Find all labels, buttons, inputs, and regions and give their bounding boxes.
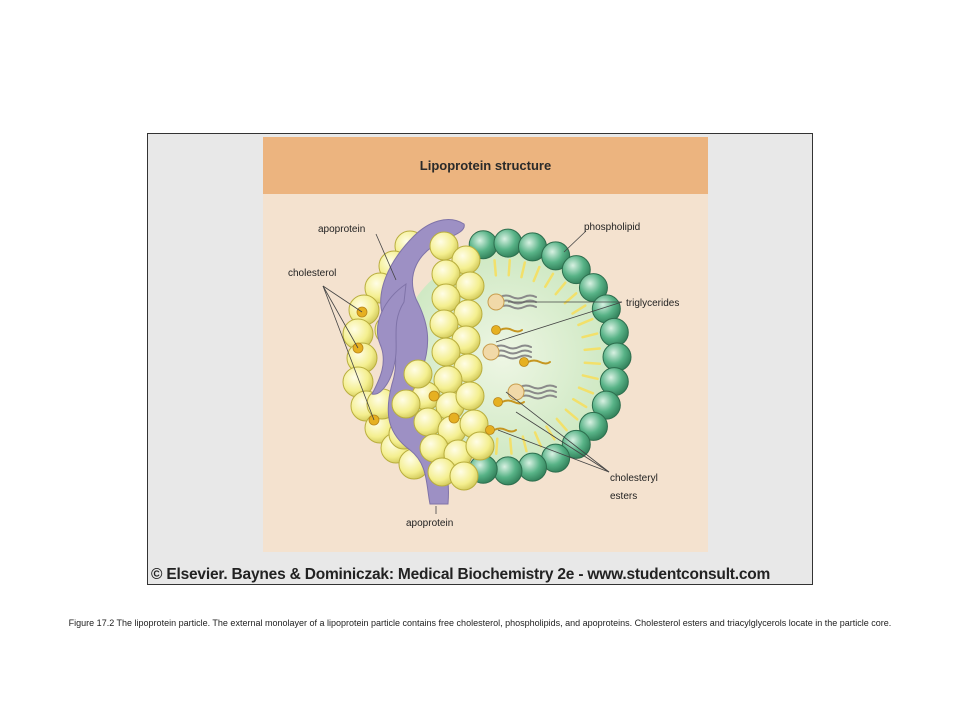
phospholipid-tail — [581, 332, 599, 339]
phospholipid-tail — [572, 397, 588, 409]
phospholipid-tail — [545, 425, 556, 441]
panel-header: Lipoprotein structure — [263, 137, 708, 194]
label-apoprotein-bottom: apoprotein — [406, 518, 453, 529]
figure-caption: Figure 17.2 The lipoprotein particle. Th… — [68, 618, 892, 628]
phospholipid-head-icon — [561, 429, 591, 459]
cholesterol-sphere-icon — [403, 359, 433, 389]
cholesterol-spheres-inner — [391, 231, 495, 491]
phospholipid-head-icon — [493, 228, 523, 258]
phospholipid-head-icon — [541, 241, 571, 271]
phospholipid-tail — [554, 281, 567, 296]
diagram-title: Lipoprotein structure — [419, 158, 552, 173]
cholesterol-sphere-icon — [465, 431, 495, 461]
cholesterol-molecules — [352, 306, 460, 426]
triglyceride-icon — [487, 293, 537, 311]
cholesterol-sphere-icon — [455, 381, 485, 411]
cholesteryl-ester-icon — [493, 397, 525, 407]
cholesteryl-ester-icon — [491, 325, 523, 335]
cholesteryl-ester-icon — [519, 357, 551, 367]
phospholipid-tail — [563, 292, 578, 305]
phospholipid-tail — [493, 259, 498, 277]
label-apoprotein-top: apoprotein — [318, 224, 365, 235]
phospholipid-tail — [577, 317, 594, 327]
triglyceride-icon — [507, 383, 557, 401]
phospholipid-head-icon — [591, 390, 621, 420]
phospholipid-tail — [581, 374, 599, 381]
cholesterol-molecule-icon — [428, 390, 440, 402]
triglyceride-molecules — [482, 293, 557, 401]
phospholipid-tail — [521, 435, 528, 453]
phospholipid-tail — [555, 417, 568, 432]
label-cholesteryl: cholesteryl — [610, 473, 658, 484]
phospholipid-head-icon — [578, 411, 608, 441]
label-phospholipid: phospholipid — [584, 222, 640, 233]
lipoprotein-diagram: apoprotein phospholipid cholesterol trig… — [288, 219, 679, 529]
phospholipid-tail — [571, 304, 587, 315]
phospholipid-tail — [494, 437, 499, 456]
leader-lines — [322, 230, 623, 514]
cholesterol-sphere-icon — [391, 389, 421, 419]
phospholipid-tail — [507, 258, 512, 277]
phospholipid-tail — [533, 431, 543, 448]
cholesteryl-ester-icon — [485, 425, 517, 435]
label-triglycerides: triglycerides — [626, 298, 679, 309]
phospholipid-tail — [583, 347, 601, 352]
phospholipid-head-icon — [599, 317, 629, 347]
apoprotein-band-inner — [371, 282, 407, 395]
phospholipid-tail — [532, 265, 541, 283]
phospholipid-head-icon — [561, 255, 591, 285]
cholesteryl-ester-molecules — [485, 325, 551, 435]
phospholipid-tail — [564, 408, 579, 421]
copyright-notice: © Elsevier. Baynes & Dominiczak: Medical… — [151, 566, 771, 583]
figure-frame: Lipoprotein structure — [147, 133, 813, 585]
phospholipid-tail — [583, 361, 602, 366]
triglyceride-icon — [482, 343, 532, 361]
cholesterol-sphere-icon — [449, 461, 479, 491]
phospholipid-head-icon — [518, 452, 548, 482]
phospholipid-tail — [520, 261, 527, 279]
label-cholesterol: cholesterol — [288, 268, 336, 279]
cholesterol-molecule-icon — [448, 412, 460, 424]
phospholipid-head-icon — [602, 342, 632, 372]
phospholipid-tail — [577, 386, 595, 395]
phospholipid-tail — [508, 437, 513, 455]
phospholipid-tails — [479, 258, 602, 456]
phospholipid-head-icon — [493, 456, 523, 486]
label-esters: esters — [610, 491, 637, 502]
phospholipid-tail — [543, 272, 555, 288]
